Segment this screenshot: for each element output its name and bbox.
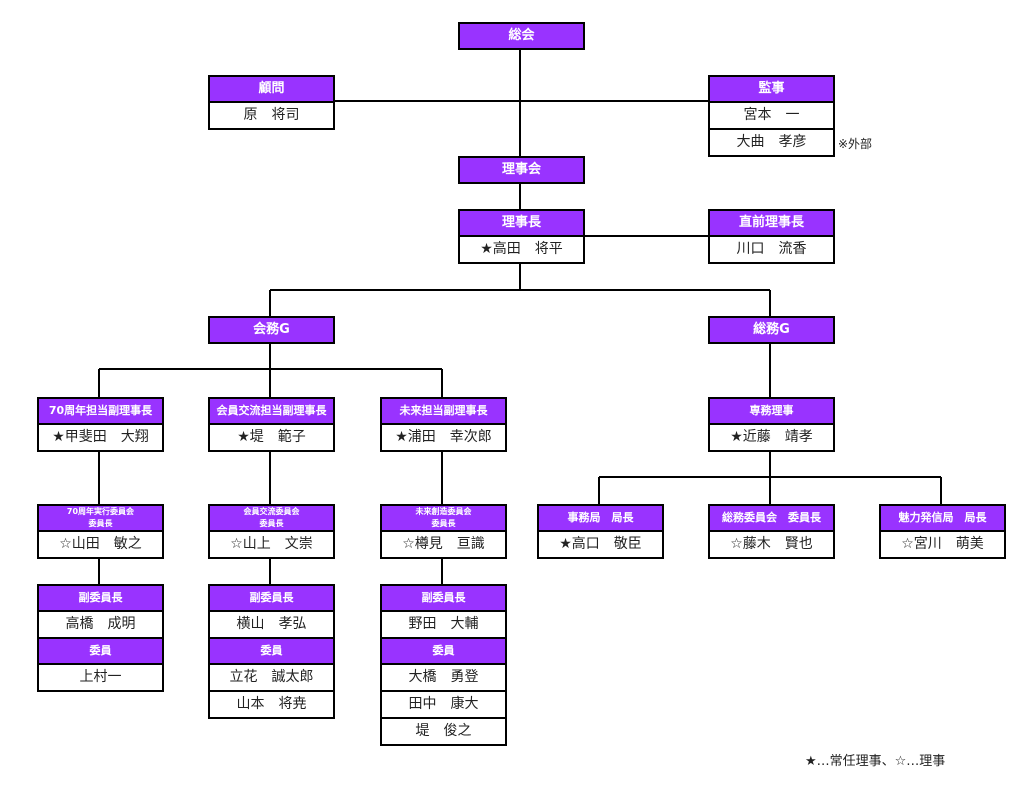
box-title: 顧問	[210, 77, 333, 101]
box-title: 未来創造委員会委員長	[382, 506, 505, 530]
member-name: ★高口 敬臣	[539, 530, 662, 557]
auditor-box: 監事 宮本 一 大曲 孝彦	[708, 75, 835, 157]
box-title: 未来担当副理事長	[382, 399, 505, 423]
board-box: 理事会	[458, 156, 585, 184]
affairs-group-box: 会務G	[208, 316, 335, 344]
member-name: 上村一	[39, 663, 162, 690]
box-title: 専務理事	[710, 399, 833, 423]
role-label: 委員長	[259, 519, 284, 528]
member-name: 高橋 成明	[39, 610, 162, 637]
general-group-box: 総務G	[708, 316, 835, 344]
member-name: 宮本 一	[710, 101, 833, 128]
member-name: 山本 将尭	[210, 690, 333, 717]
box-title: 委員	[210, 637, 333, 663]
box-title: 70周年担当副理事長	[39, 399, 162, 423]
past-president-box: 直前理事長 川口 流香	[708, 209, 835, 264]
committee-future-members-box: 副委員長 野田 大輔 委員 大橋 勇登 田中 康大 堤 俊之	[380, 584, 507, 746]
committee-exchange-chair-box: 会員交流委員会委員長 ☆山上 文崇	[208, 504, 335, 559]
advisor-box: 顧問 原 将司	[208, 75, 335, 130]
member-name: 横山 孝弘	[210, 610, 333, 637]
box-title: 70周年実行委員会委員長	[39, 506, 162, 530]
member-name: 立花 誠太郎	[210, 663, 333, 690]
box-title: 会員交流委員会委員長	[210, 506, 333, 530]
member-name: ★甲斐田 大翔	[39, 423, 162, 450]
box-title: 総務委員会 委員長	[710, 506, 833, 530]
committee-future-chair-box: 未来創造委員会委員長 ☆樽見 亘識	[380, 504, 507, 559]
member-name: 原 将司	[210, 101, 333, 128]
general-assembly-box: 総会	[458, 22, 585, 50]
member-name: ☆樽見 亘識	[382, 530, 505, 557]
box-title: 副委員長	[210, 586, 333, 610]
box-title: 理事会	[460, 158, 583, 182]
role-label: 委員長	[88, 519, 113, 528]
general-committee-box: 総務委員会 委員長 ☆藤木 賢也	[708, 504, 835, 559]
executive-director-box: 専務理事 ★近藤 靖孝	[708, 397, 835, 452]
member-name: ☆山上 文崇	[210, 530, 333, 557]
vp-exchange-box: 会員交流担当副理事長 ★堤 範子	[208, 397, 335, 452]
box-title: 事務局 局長	[539, 506, 662, 530]
box-title: 会務G	[210, 318, 333, 342]
member-name: ☆宮川 萌美	[881, 530, 1004, 557]
member-name: 田中 康大	[382, 690, 505, 717]
committee-name: 70周年実行委員会	[66, 507, 135, 516]
appeal-bureau-box: 魅力発信局 局長 ☆宮川 萌美	[879, 504, 1006, 559]
committee-exchange-members-box: 副委員長 横山 孝弘 委員 立花 誠太郎 山本 将尭	[208, 584, 335, 719]
committee-70th-members-box: 副委員長 高橋 成明 委員 上村一	[37, 584, 164, 692]
member-name: ☆山田 敏之	[39, 530, 162, 557]
member-name: ☆藤木 賢也	[710, 530, 833, 557]
member-name: 野田 大輔	[382, 610, 505, 637]
member-name: ★浦田 幸次郎	[382, 423, 505, 450]
box-title: 総会	[460, 24, 583, 48]
committee-name: 未来創造委員会	[415, 507, 472, 516]
box-title: 会員交流担当副理事長	[210, 399, 333, 423]
box-title: 監事	[710, 77, 833, 101]
box-title: 委員	[39, 637, 162, 663]
legend: ★…常任理事、☆…理事	[805, 754, 946, 769]
member-name: 堤 俊之	[382, 717, 505, 744]
member-name: 川口 流香	[710, 235, 833, 262]
committee-name: 会員交流委員会	[243, 507, 300, 516]
box-title: 魅力発信局 局長	[881, 506, 1004, 530]
box-title: 委員	[382, 637, 505, 663]
president-box: 理事長 ★高田 将平	[458, 209, 585, 264]
committee-70th-chair-box: 70周年実行委員会委員長 ☆山田 敏之	[37, 504, 164, 559]
vp-70th-box: 70周年担当副理事長 ★甲斐田 大翔	[37, 397, 164, 452]
box-title: 副委員長	[39, 586, 162, 610]
box-title: 理事長	[460, 211, 583, 235]
member-name: 大橋 勇登	[382, 663, 505, 690]
external-note: ※外部	[838, 137, 873, 151]
role-label: 委員長	[431, 519, 456, 528]
member-name: 大曲 孝彦	[710, 128, 833, 155]
member-name: ★高田 将平	[460, 235, 583, 262]
secretariat-box: 事務局 局長 ★高口 敬臣	[537, 504, 664, 559]
box-title: 副委員長	[382, 586, 505, 610]
box-title: 直前理事長	[710, 211, 833, 235]
box-title: 総務G	[710, 318, 833, 342]
member-name: ★堤 範子	[210, 423, 333, 450]
vp-future-box: 未来担当副理事長 ★浦田 幸次郎	[380, 397, 507, 452]
member-name: ★近藤 靖孝	[710, 423, 833, 450]
